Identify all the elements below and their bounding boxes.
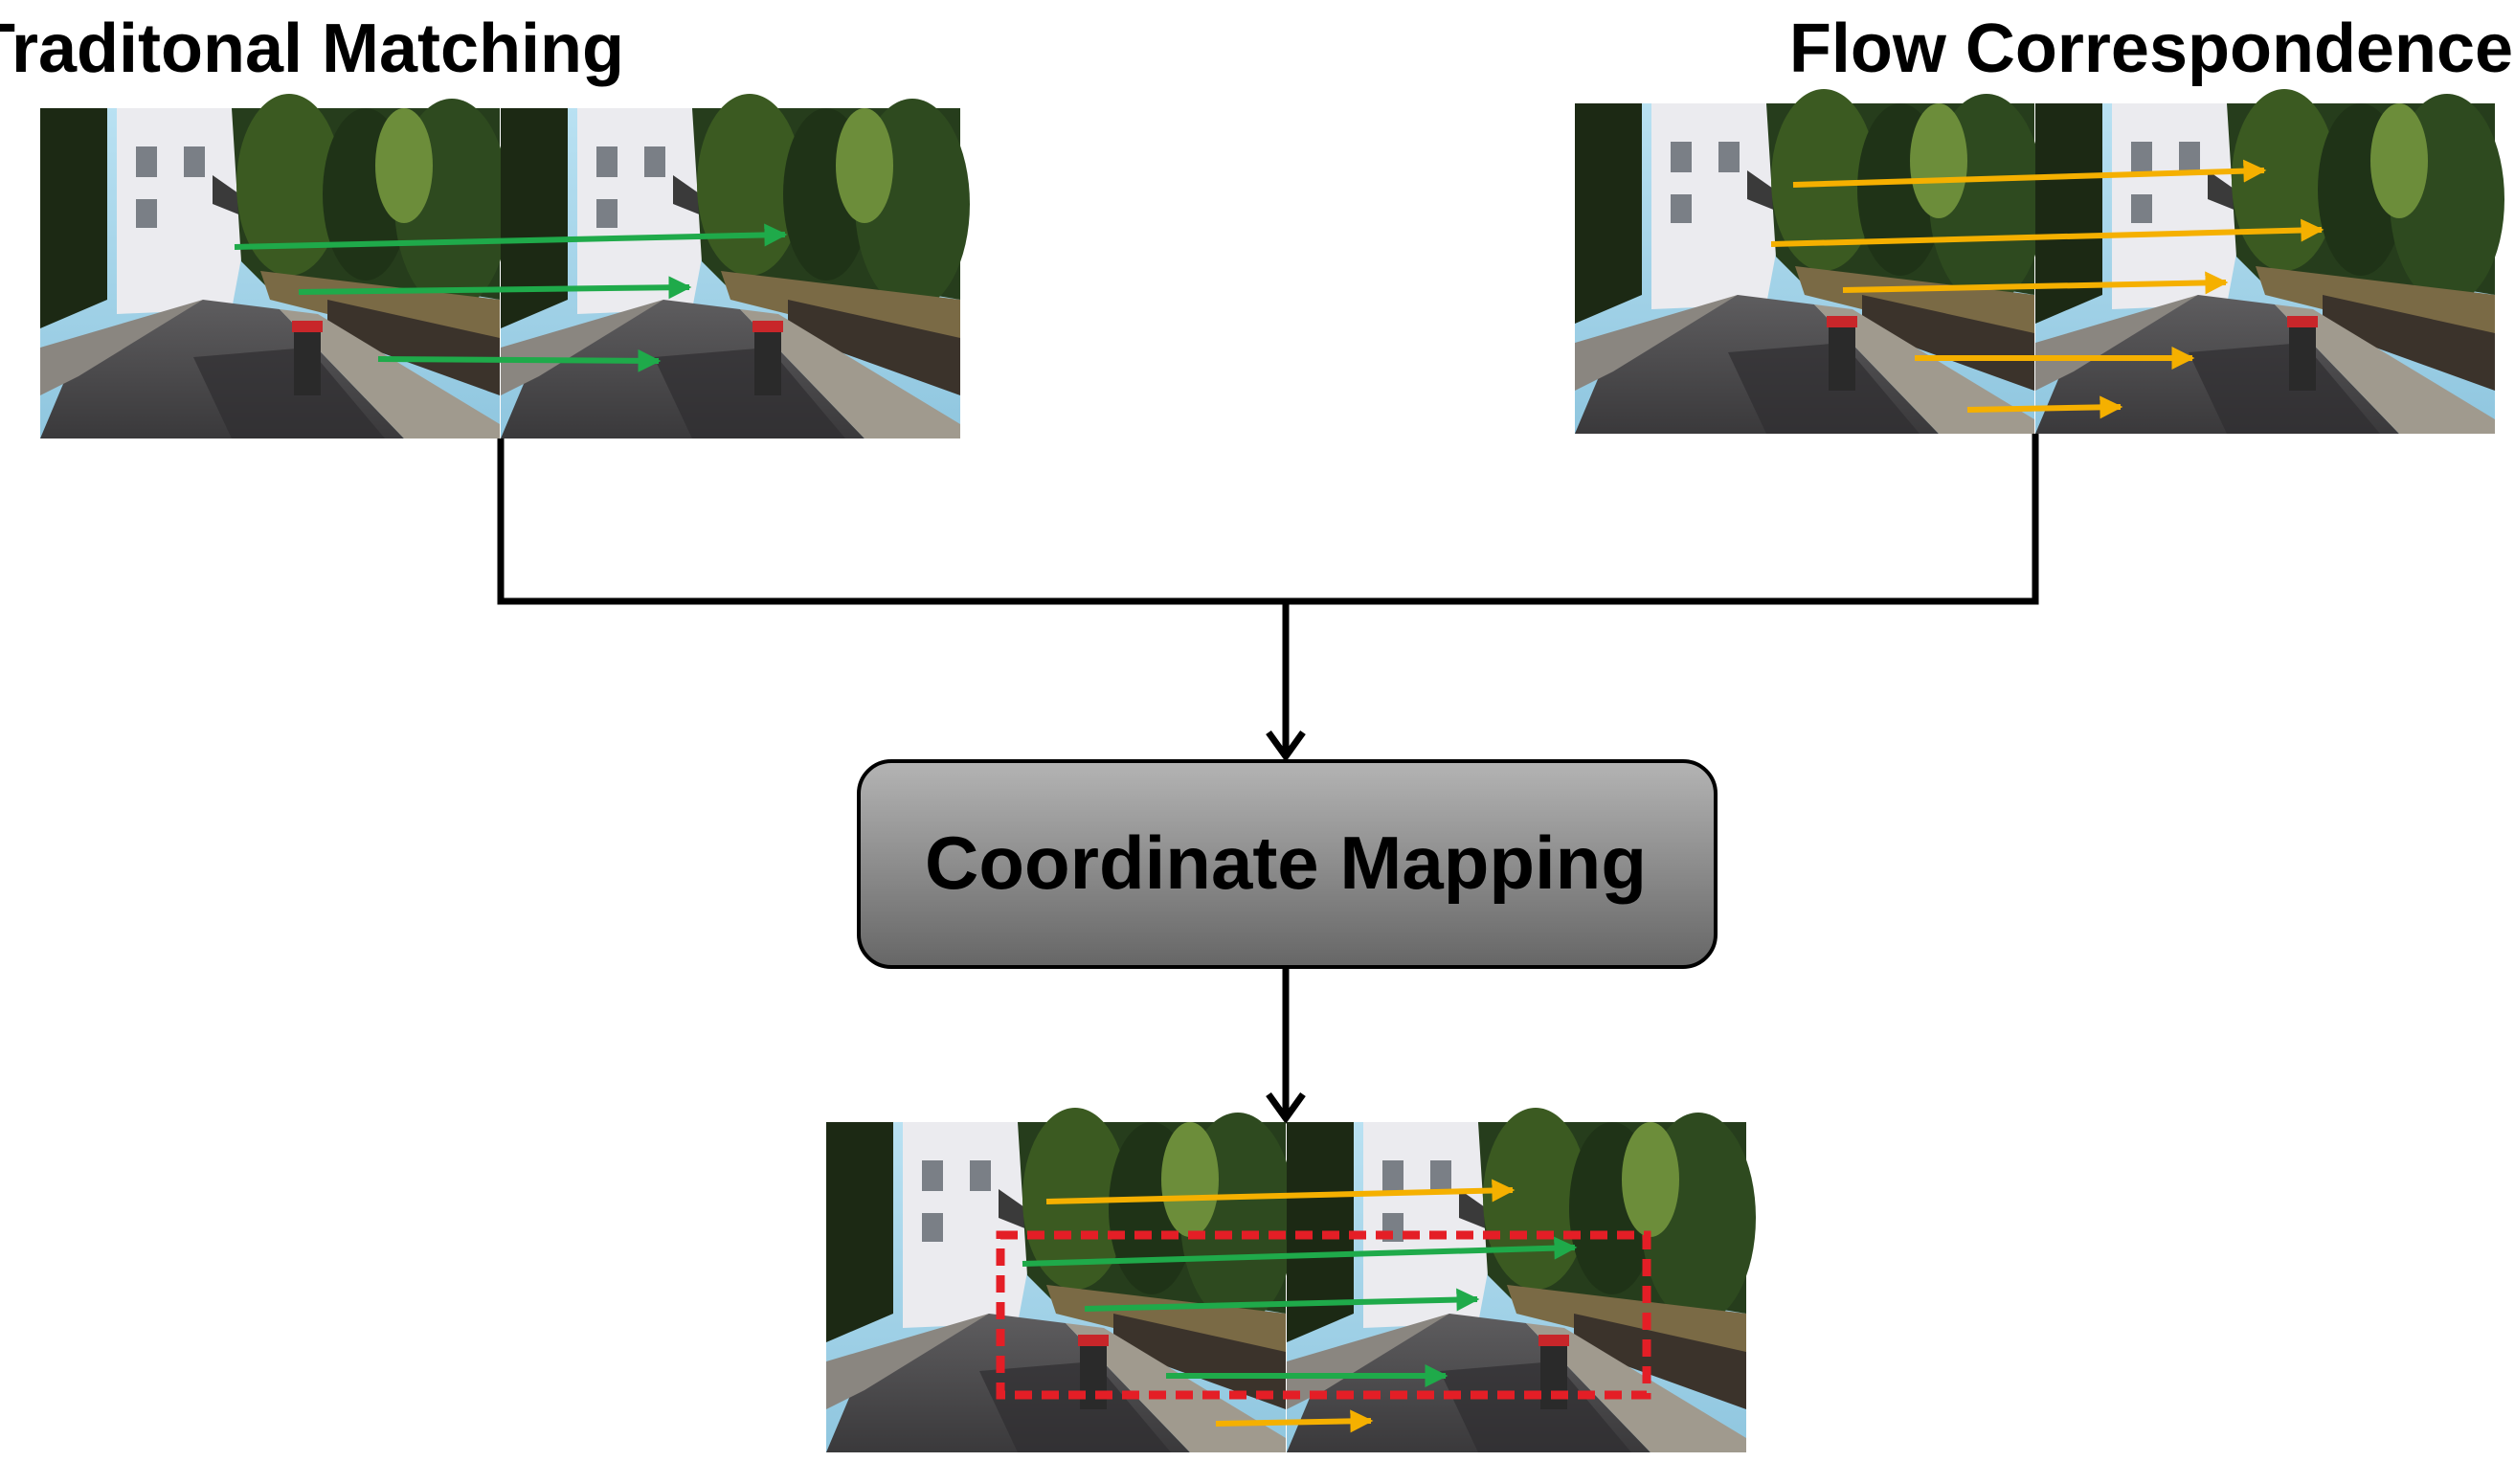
coordinate-mapping-box: Coordinate Mapping (857, 759, 1718, 969)
coordinate-mapping-label: Coordinate Mapping (925, 821, 1647, 905)
green-match-arrows (234, 223, 788, 372)
flow-correspondences-image-pair (1575, 89, 2504, 434)
green-match-arrow (298, 276, 692, 300)
left-connector (497, 438, 1288, 605)
green-match-arrow (234, 223, 788, 250)
combined-green-arrows (1022, 1236, 1578, 1387)
right-panel-title: Flow Correspondences (1789, 11, 2515, 87)
green-match-arrow (1084, 1288, 1480, 1312)
green-match-arrow (377, 349, 662, 372)
highlight-dashed-box (996, 1230, 1651, 1400)
yellow-flow-arrows (1770, 159, 2324, 419)
left-panel-title: Traditonal Matching (0, 11, 624, 87)
connector-lines (497, 434, 2039, 1124)
yellow-flow-arrow (1966, 395, 2123, 419)
right-connector (1288, 434, 2039, 605)
yellow-flow-arrow (1215, 1409, 1374, 1433)
combined-yellow-arrows (1045, 1179, 1516, 1433)
traditional-matching-image-pair (40, 94, 970, 438)
down-arrow-to-result-head (1266, 1091, 1306, 1124)
yellow-flow-arrow (1792, 159, 2267, 188)
yellow-flow-arrow (1842, 271, 2229, 295)
green-match-arrow (1022, 1236, 1578, 1267)
yellow-flow-arrow (1045, 1179, 1516, 1204)
down-arrow-to-box-head (1266, 730, 1306, 762)
combined-result-image-pair (826, 1108, 1756, 1452)
yellow-flow-arrow (1770, 218, 2324, 247)
